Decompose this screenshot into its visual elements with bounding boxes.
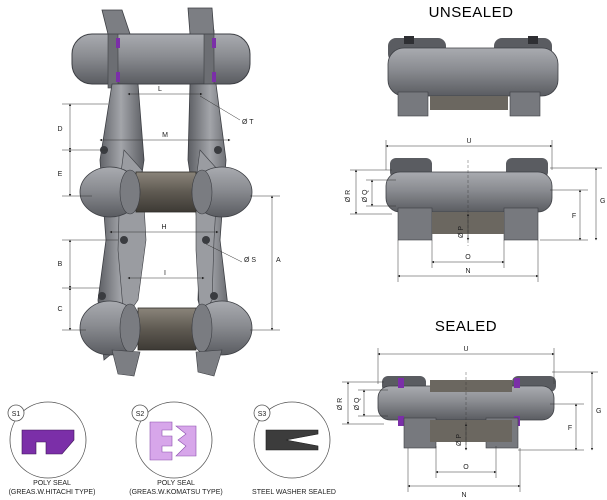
- seal-s2-line2: (GREAS.W.KOMATSU TYPE): [129, 489, 222, 496]
- badge-s2: S2: [136, 411, 145, 418]
- sealed-dim-Q: Ø Q: [354, 397, 361, 410]
- dim-label-S: Ø S: [244, 257, 256, 264]
- dim-label-D: D: [57, 126, 62, 133]
- unsealed-top-view: [387, 36, 559, 117]
- middle-hub-right: [191, 169, 213, 215]
- steel-washer-icon: [265, 429, 319, 451]
- pin-hole: [214, 146, 222, 154]
- sealed-dim-O: O: [463, 464, 469, 471]
- unsealed-dim-P: Ø P: [458, 226, 465, 238]
- dim-label-T: Ø T: [242, 119, 254, 126]
- sealed-dimensions: [342, 348, 598, 492]
- top-link-end-left: [101, 9, 131, 35]
- sealed-dim-P: Ø P: [456, 434, 463, 446]
- chain-dimension-labels: L Ø T D M E H Ø S A B I C: [57, 86, 281, 313]
- unsealed-title: UNSEALED: [429, 4, 514, 21]
- dim-label-H: H: [161, 224, 166, 231]
- sealed-detail-view: [377, 372, 556, 452]
- top-seal-right-lower: [212, 72, 216, 82]
- sealed-dim-R: Ø R: [337, 398, 344, 410]
- unsealed-dim-F: F: [572, 213, 576, 220]
- dim-label-B: B: [58, 261, 63, 268]
- pin-hole: [98, 292, 106, 300]
- top-pin: [71, 33, 251, 85]
- bottom-link-tail: [111, 349, 223, 377]
- dim-label-L: L: [158, 86, 162, 93]
- unsealed-dim-R: Ø R: [345, 190, 352, 202]
- top-link-end-right: [187, 7, 215, 35]
- bottom-roller: [137, 307, 197, 351]
- middle-roller: [135, 171, 197, 213]
- unsealed-dim-O: O: [465, 254, 471, 261]
- bottom-hub-right: [191, 303, 213, 353]
- dim-label-C: C: [57, 306, 62, 313]
- seal-type-s2: S2 POLY SEAL (GREAS.W.KOMATSU TYPE): [129, 401, 223, 496]
- poly-seal-komatsu-icon: [149, 421, 197, 461]
- unsealed-dim-Q: Ø Q: [362, 189, 369, 202]
- top-seal-left-lower: [116, 72, 120, 82]
- seal-s3-line1: STEEL WASHER SEALED: [252, 489, 336, 496]
- unsealed-detail-view: [385, 158, 553, 246]
- sealed-dim-U: U: [463, 346, 468, 353]
- dim-label-I: I: [164, 270, 166, 277]
- seal-s2-line1: POLY SEAL: [157, 480, 195, 487]
- chain-assembly: [71, 7, 253, 377]
- seal-s1-line2: (GREAS.W.HITACHI TYPE): [9, 489, 96, 496]
- seal-type-s1: S1 POLY SEAL (GREAS.W.HITACHI TYPE): [7, 401, 96, 496]
- sealed-title: SEALED: [435, 318, 497, 335]
- poly-seal-hitachi-icon: [21, 429, 75, 455]
- dim-label-E: E: [58, 171, 63, 178]
- unsealed-dimension-labels: U Ø R Ø Q Ø P F G O N: [345, 138, 605, 275]
- bottom-hub-left: [119, 303, 141, 353]
- badge-s3: S3: [258, 411, 267, 418]
- unsealed-dimensions: [350, 140, 602, 282]
- top-seal-left: [116, 38, 120, 48]
- pin-hole: [120, 236, 128, 244]
- chain-dimensions: [62, 92, 280, 331]
- pin-hole: [210, 292, 218, 300]
- pin-hole: [202, 236, 210, 244]
- sealed-dim-F: F: [568, 425, 572, 432]
- sealed-dim-N: N: [461, 492, 466, 499]
- seal-type-s3: S3 STEEL WASHER SEALED: [252, 401, 336, 496]
- seal-s1-line1: POLY SEAL: [33, 480, 71, 487]
- dim-label-M: M: [162, 132, 168, 139]
- sealed-dimension-labels: U Ø R Ø Q Ø P F G O N: [337, 346, 601, 499]
- unsealed-dim-N: N: [465, 268, 470, 275]
- unsealed-dim-G: G: [600, 198, 605, 205]
- unsealed-dim-U: U: [466, 138, 471, 145]
- badge-s1: S1: [12, 411, 21, 418]
- middle-hub-left: [119, 169, 141, 215]
- top-seal-right: [212, 38, 216, 48]
- dim-label-A: A: [276, 257, 281, 264]
- sealed-dim-G: G: [596, 408, 601, 415]
